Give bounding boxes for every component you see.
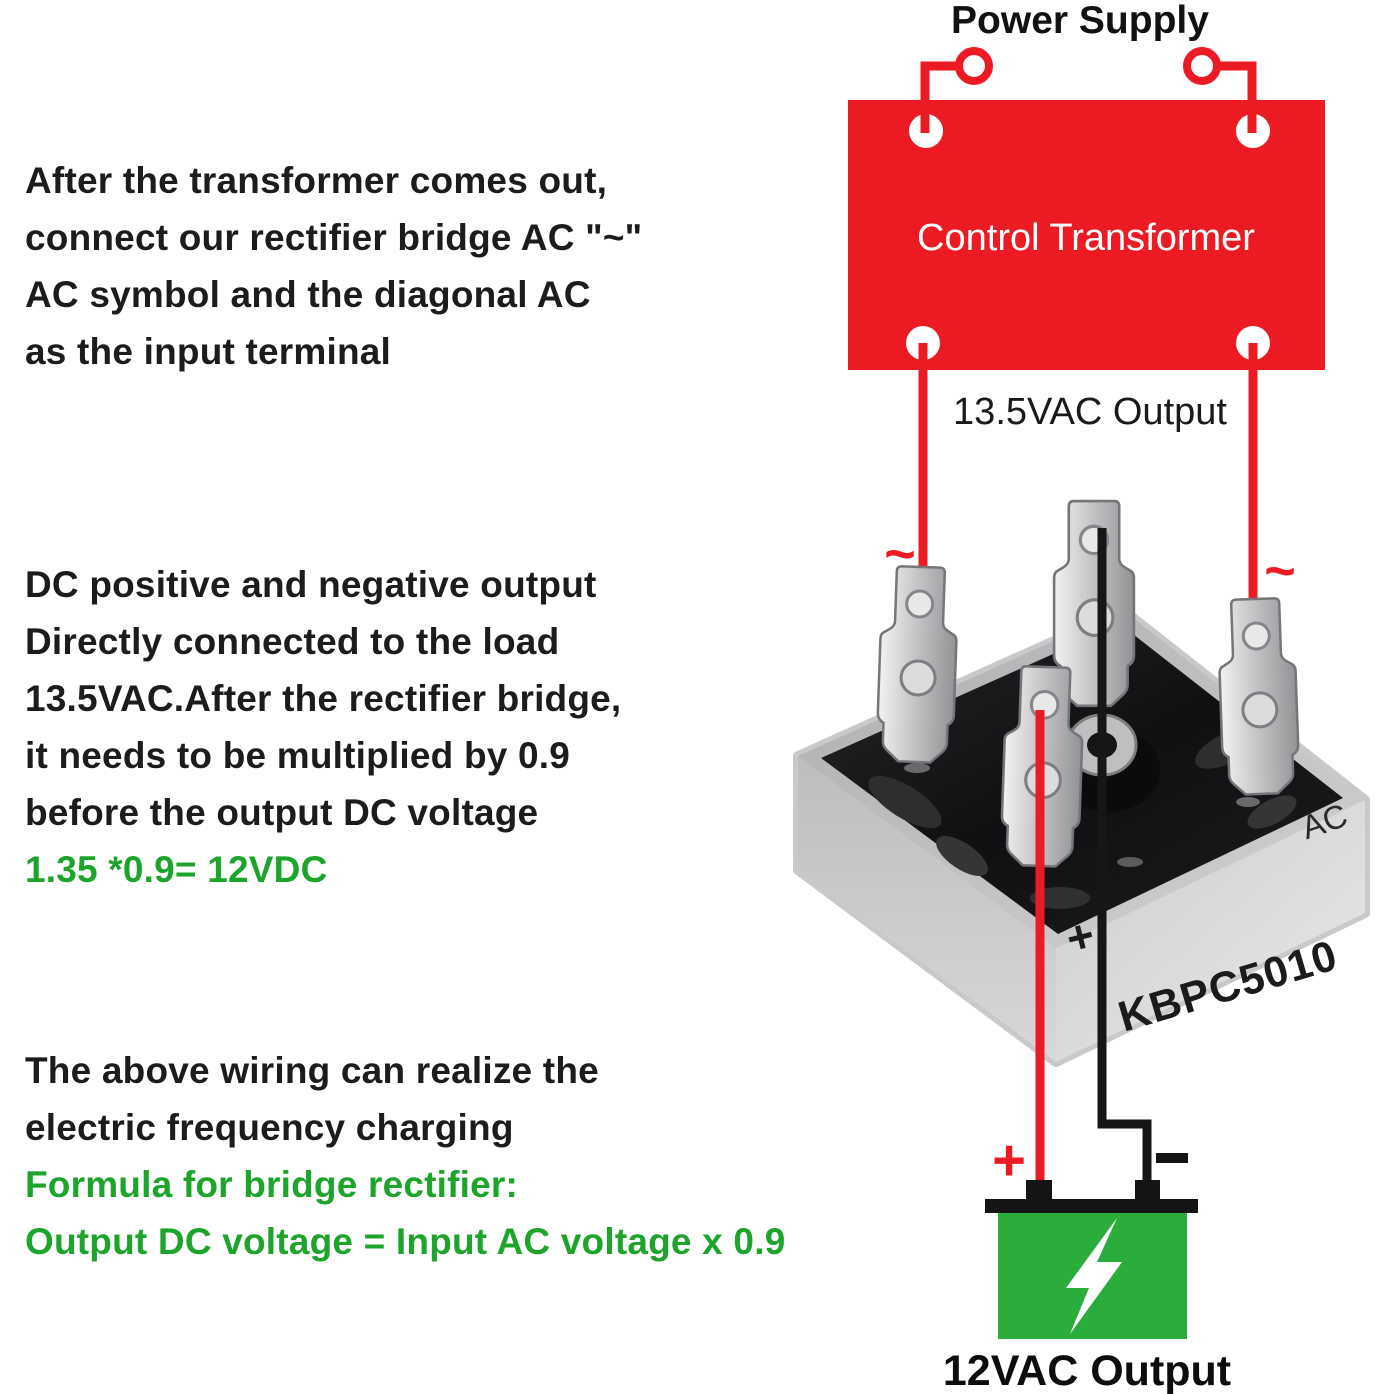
annotation-line: it needs to be multiplied by 0.9 [25, 735, 571, 776]
annotation-line: as the input terminal [25, 331, 392, 372]
annotation-line: AC symbol and the diagonal AC [25, 274, 591, 315]
annotation-line: before the output DC voltage [25, 792, 539, 833]
transformer-label: Control Transformer [917, 217, 1255, 259]
annotation-block-dc: DC positive and negative output Directly… [25, 556, 621, 898]
annotation-block-input: After the transformer comes out, connect… [25, 152, 642, 380]
supply-wire-left [920, 61, 956, 133]
formula-title-line: Formula for bridge rectifier: [25, 1164, 519, 1205]
transformer-output-label: 13.5VAC Output [953, 391, 1227, 433]
annotation-line: Directly connected to the load [25, 621, 560, 662]
power-supply-title: Power Supply [951, 0, 1209, 42]
annotation-line: electric frequency charging [25, 1107, 514, 1148]
ac-tilde-right: ~ [1264, 541, 1296, 601]
battery-top-bar [985, 1199, 1198, 1213]
annotation-line: After the transformer comes out, [25, 160, 608, 201]
annotation-line: The above wiring can realize the [25, 1050, 599, 1091]
supply-connector-ring-left [955, 47, 993, 85]
dc-negative-wire [1097, 528, 1152, 1186]
rectifier-terminal-ac-right [1215, 596, 1302, 797]
lightning-bolt-icon [1066, 1218, 1122, 1334]
bridge-rectifier: + KBPC5010 AC [793, 499, 1370, 1067]
rectifier-front-face [1056, 800, 1365, 1062]
supply-wire-right [1220, 61, 1257, 133]
rectifier-left-face [798, 756, 1056, 1062]
supply-connector-ring-right [1183, 47, 1221, 85]
annotation-block-formula: The above wiring can realize the electri… [25, 1042, 785, 1270]
battery: + 12VAC Output [943, 1128, 1231, 1394]
control-transformer-box: Control Transformer [848, 100, 1325, 370]
supply-wires [918, 61, 1258, 644]
battery-minus-label [1156, 1153, 1188, 1163]
battery-post-negative [1135, 1180, 1160, 1200]
annotation-line: connect our rectifier bridge AC "~" [25, 217, 643, 258]
battery-output-label: 12VAC Output [943, 1347, 1231, 1394]
dc-formula-line: 1.35 *0.9= 12VDC [25, 849, 328, 890]
battery-post-positive [1026, 1180, 1052, 1200]
rectifier-terminal-ac-left [874, 564, 961, 765]
annotation-line: DC positive and negative output [25, 564, 597, 605]
battery-plus-label: + [992, 1128, 1026, 1193]
formula-line: Output DC voltage = Input AC voltage x 0… [25, 1221, 786, 1262]
annotation-line: 13.5VAC.After the rectifier bridge, [25, 678, 622, 719]
ac-tilde-left: ~ [884, 524, 916, 584]
